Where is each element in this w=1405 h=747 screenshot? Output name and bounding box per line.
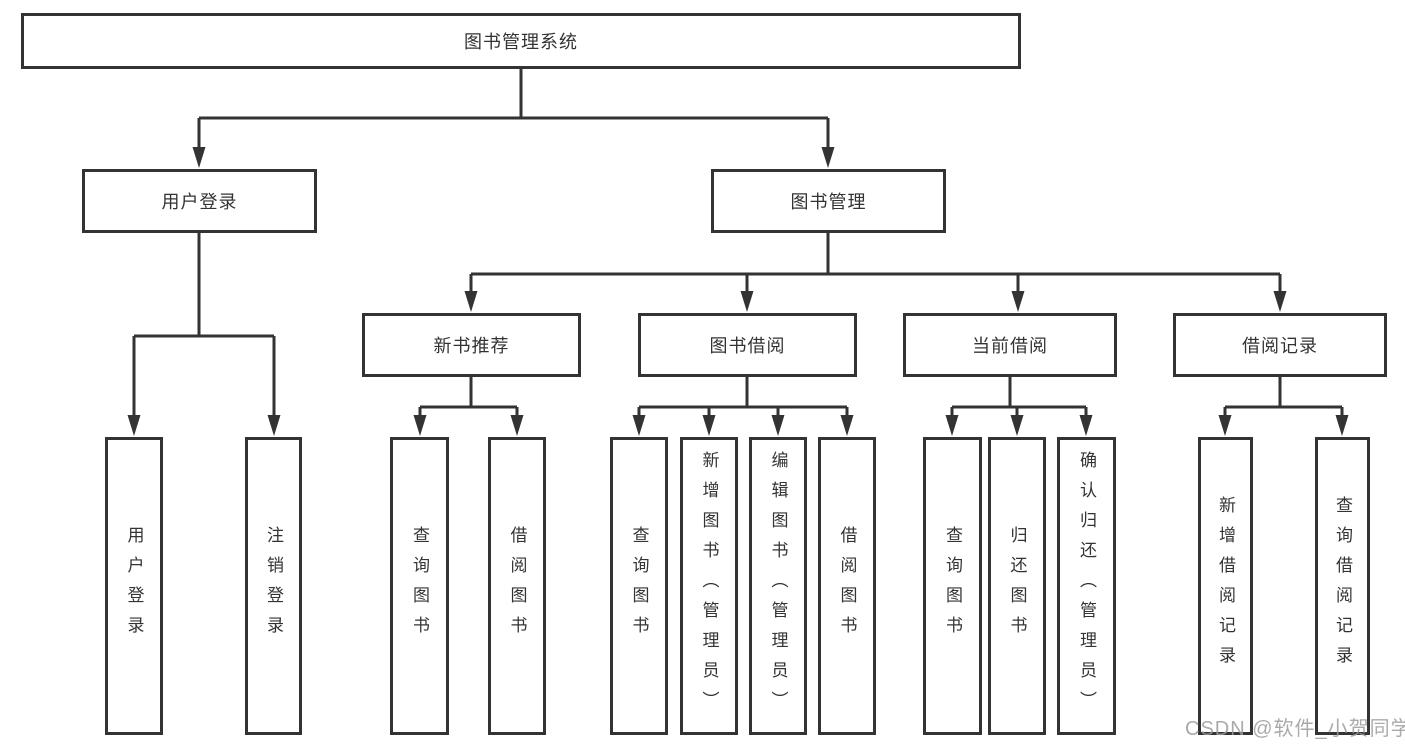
leaf-add-borrow-record: 新增借阅记录 xyxy=(1198,437,1253,735)
node-label: 借阅记录 xyxy=(1242,336,1318,356)
node-label: 借阅图书 xyxy=(837,526,857,646)
node-label: 用户登录 xyxy=(161,192,238,212)
leaf-confirm-return-admin: 确认归还（管理员） xyxy=(1057,437,1116,735)
node-new-book-recommendation: 新书推荐 xyxy=(362,313,581,377)
node-label: 确认归还（管理员） xyxy=(1077,451,1096,721)
leaf-query-books-borrow: 查询图书 xyxy=(610,437,668,735)
leaf-borrow-books-recommend: 借阅图书 xyxy=(488,437,546,735)
leaf-edit-book-admin: 编辑图书（管理员） xyxy=(749,437,807,735)
leaf-query-books-recommend: 查询图书 xyxy=(390,437,449,735)
leaf-borrow-books: 借阅图书 xyxy=(818,437,876,735)
node-current-borrowing: 当前借阅 xyxy=(903,313,1117,377)
node-book-management: 图书管理 xyxy=(711,169,946,233)
node-label: 注销登录 xyxy=(264,526,283,646)
node-label: 查询借阅记录 xyxy=(1333,496,1352,676)
connector-user-login-children xyxy=(127,233,281,436)
connector-new-book-children xyxy=(413,377,524,436)
connector-borrow-records-children xyxy=(1218,377,1349,436)
node-label: 图书借阅 xyxy=(709,336,786,356)
node-label: 图书管理 xyxy=(790,192,867,212)
node-book-borrowing: 图书借阅 xyxy=(638,313,857,377)
node-label: 新增图书（管理员） xyxy=(699,451,719,721)
leaf-logout: 注销登录 xyxy=(245,437,302,735)
leaf-add-book-admin: 新增图书（管理员） xyxy=(680,437,738,735)
leaf-query-books-current: 查询图书 xyxy=(923,437,982,735)
connector-current-borrow-children xyxy=(945,377,1093,436)
node-label: 归还图书 xyxy=(1007,526,1027,646)
connector-book-management-children xyxy=(464,233,1287,312)
connector-book-borrow-children xyxy=(632,377,854,436)
node-user-login: 用户登录 xyxy=(82,169,317,233)
node-label: 借阅图书 xyxy=(507,526,527,646)
node-label: 新书推荐 xyxy=(433,336,510,356)
node-label: 用户登录 xyxy=(124,526,144,646)
node-borrowing-records: 借阅记录 xyxy=(1173,313,1387,377)
node-label: 当前借阅 xyxy=(972,336,1048,356)
connector-root-to-level2 xyxy=(192,69,835,168)
node-label: 图书管理系统 xyxy=(464,32,578,52)
node-library-management-system: 图书管理系统 xyxy=(21,13,1021,69)
node-label: 查询图书 xyxy=(943,526,962,646)
csdn-watermark: CSDN @软件_小贺同学 xyxy=(1185,718,1405,740)
node-label: 查询图书 xyxy=(629,526,649,646)
node-label: 新增借阅记录 xyxy=(1216,496,1235,676)
leaf-query-borrow-record: 查询借阅记录 xyxy=(1315,437,1370,735)
node-label: 查询图书 xyxy=(410,526,429,646)
node-label: 编辑图书（管理员） xyxy=(768,451,788,721)
leaf-return-book: 归还图书 xyxy=(988,437,1046,735)
leaf-user-login: 用户登录 xyxy=(105,437,163,735)
